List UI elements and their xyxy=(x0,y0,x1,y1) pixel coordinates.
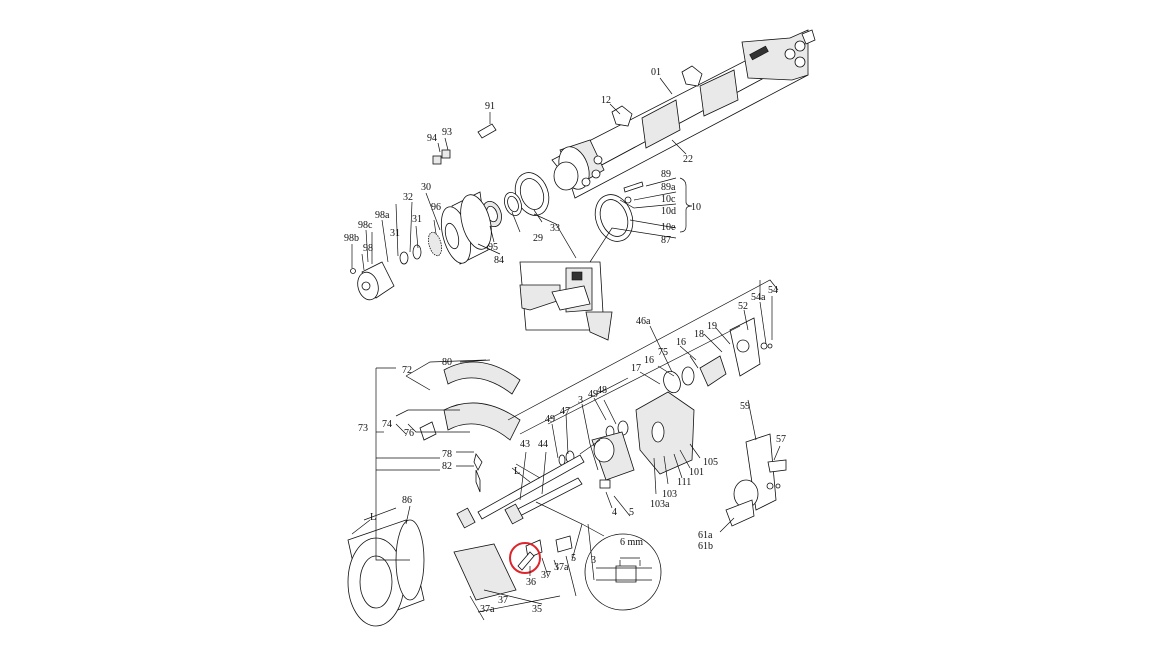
label-18: 18 xyxy=(694,329,704,340)
label-52: 52 xyxy=(738,301,748,312)
label-61b: 61b xyxy=(698,541,713,552)
label-84: 84 xyxy=(494,255,504,266)
label-30: 30 xyxy=(421,182,431,193)
label-72: 72 xyxy=(402,365,412,376)
seal-detail-inset xyxy=(519,261,613,341)
label-29: 29 xyxy=(533,233,543,244)
label-95: 95 xyxy=(488,242,498,253)
label-16-lower: 16 xyxy=(644,355,654,366)
label-46a: 46a xyxy=(636,316,651,327)
label-89: 89 xyxy=(661,169,671,180)
label-98b: 98b xyxy=(344,233,359,244)
hub-assembly xyxy=(350,123,644,301)
label-103: 103 xyxy=(662,489,677,500)
label-75: 75 xyxy=(658,347,668,358)
brake-components xyxy=(347,317,787,627)
label-91: 91 xyxy=(485,101,495,112)
label-22: 22 xyxy=(683,154,693,165)
label-10e: 10e xyxy=(661,222,676,233)
label-10d: 10d xyxy=(661,206,676,217)
label-10c: 10c xyxy=(661,194,676,205)
label-57: 57 xyxy=(776,434,786,445)
label-89a: 89a xyxy=(661,182,676,193)
label-01: 01 xyxy=(651,67,661,78)
label-54: 54 xyxy=(768,285,778,296)
label-5-lower: 5 xyxy=(571,553,576,564)
label-96: 96 xyxy=(431,202,441,213)
label-37a-right: 37a xyxy=(554,562,569,573)
label-98a: 98a xyxy=(375,210,390,221)
label-35: 35 xyxy=(532,604,542,615)
label-59: 59 xyxy=(740,401,750,412)
label-103a: 103a xyxy=(650,499,670,510)
label-33: 33 xyxy=(550,223,560,234)
label-82: 82 xyxy=(442,461,452,472)
label-12: 12 xyxy=(601,95,611,106)
label-5-upper: 5 xyxy=(629,507,634,518)
label-31-left: 31 xyxy=(390,228,400,239)
label-L-drum: L xyxy=(370,512,376,523)
part-labels: 01 12 22 89 89a 10c 10d 10 10e 87 91 94 … xyxy=(344,67,786,615)
label-L-shaft: L xyxy=(514,466,520,477)
label-37a-bottom: 37a xyxy=(480,604,495,615)
label-32: 32 xyxy=(403,192,413,203)
label-105: 105 xyxy=(703,457,718,468)
label-87: 87 xyxy=(661,235,671,246)
label-49-left: 49 xyxy=(545,414,555,425)
label-74: 74 xyxy=(382,419,392,430)
label-93: 93 xyxy=(442,127,452,138)
label-6mm: 6 mm xyxy=(620,537,643,548)
highlight-circle xyxy=(509,542,541,574)
label-37-right: 37 xyxy=(541,570,551,581)
label-98c: 98c xyxy=(358,220,373,231)
label-49-right: 49 xyxy=(588,389,598,400)
label-10: 10 xyxy=(691,202,701,213)
label-86: 86 xyxy=(402,495,412,506)
label-98: 98 xyxy=(363,243,373,254)
label-111: 111 xyxy=(677,477,691,488)
label-19: 19 xyxy=(707,321,717,332)
label-61a: 61a xyxy=(698,530,713,541)
leader-lines xyxy=(351,77,781,621)
label-17: 17 xyxy=(631,363,641,374)
label-73: 73 xyxy=(358,423,368,434)
label-3-upper: 3 xyxy=(578,395,583,406)
label-94: 94 xyxy=(427,133,437,144)
axle-beam xyxy=(551,29,816,199)
label-54a: 54a xyxy=(751,292,766,303)
label-4: 4 xyxy=(612,507,617,518)
label-37-bottom: 37 xyxy=(498,595,508,606)
label-3-inset: 3 xyxy=(591,555,596,566)
label-31-right: 31 xyxy=(412,214,422,225)
label-16-upper: 16 xyxy=(676,337,686,348)
label-44: 44 xyxy=(538,439,548,450)
label-101: 101 xyxy=(689,467,704,478)
label-43: 43 xyxy=(520,439,530,450)
label-76: 76 xyxy=(404,428,414,439)
label-48: 48 xyxy=(597,385,607,396)
label-80: 80 xyxy=(442,357,452,368)
label-36: 36 xyxy=(526,577,536,588)
label-47: 47 xyxy=(560,406,570,417)
label-78: 78 xyxy=(442,449,452,460)
